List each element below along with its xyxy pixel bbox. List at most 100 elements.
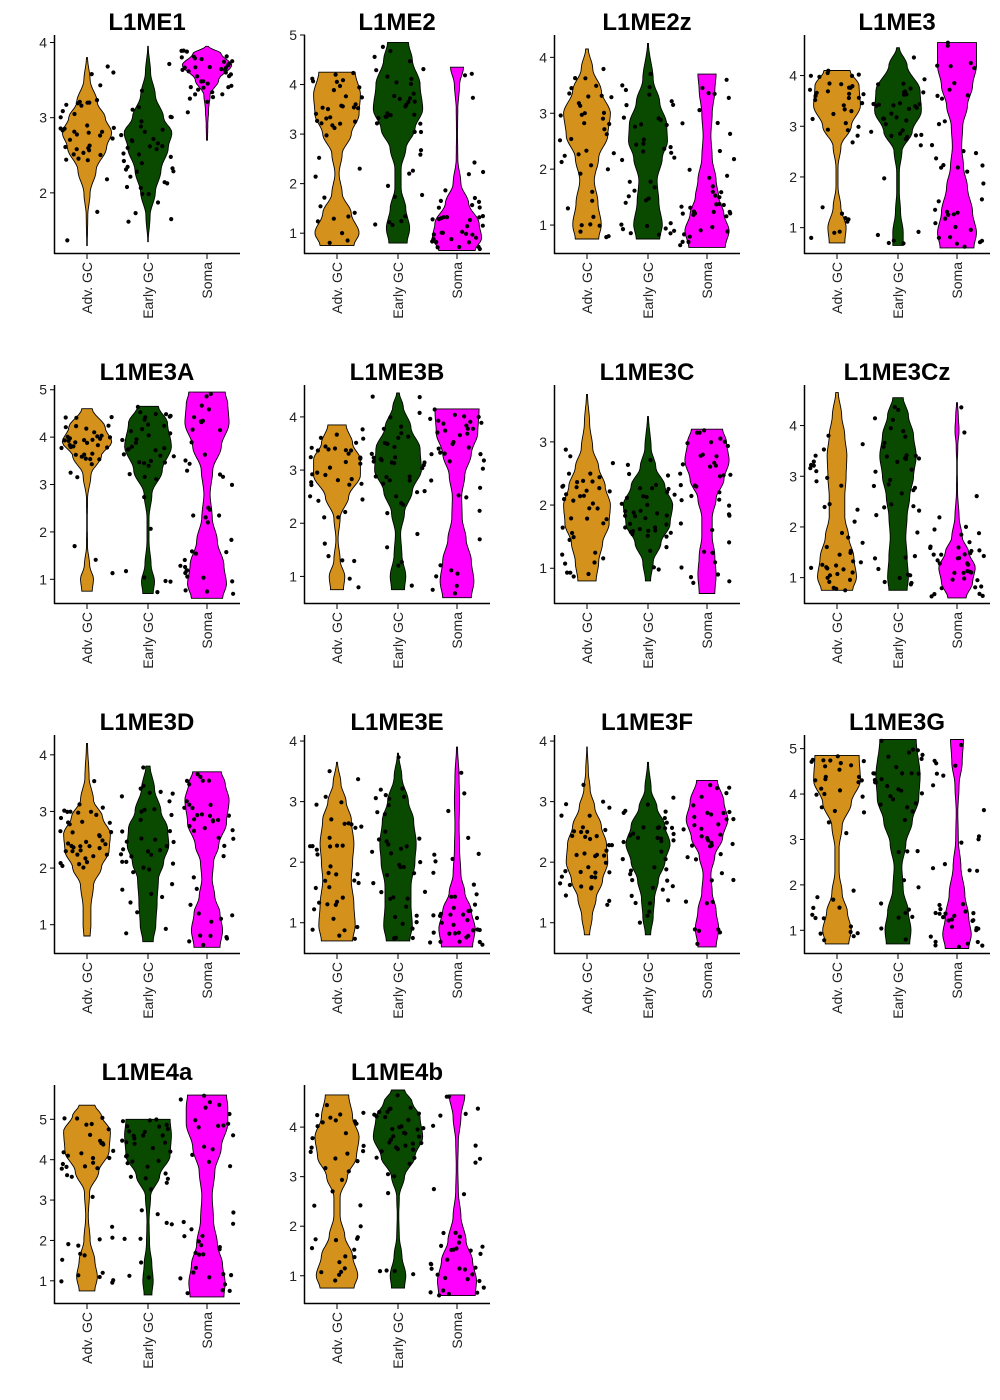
data-point [480, 466, 485, 471]
y-tick-label: 2 [39, 860, 47, 876]
data-point [194, 886, 199, 892]
data-point [106, 1127, 111, 1132]
data-point [139, 88, 145, 93]
data-point [347, 576, 352, 581]
y-tick-label: 3 [539, 105, 547, 121]
data-point [190, 1152, 195, 1157]
data-point [476, 851, 481, 857]
data-point [594, 83, 599, 88]
y-tick-label: 3 [39, 1192, 47, 1208]
data-point [629, 893, 634, 899]
data-point [855, 133, 860, 138]
y-tick-label: 4 [39, 35, 47, 51]
x-tick-label: Early GC [140, 962, 156, 1019]
data-point [935, 93, 940, 98]
violin-early-gc [625, 761, 671, 936]
data-point [601, 66, 606, 72]
data-point [397, 862, 402, 868]
data-point [962, 244, 967, 249]
panel-title: L1ME3G [849, 709, 945, 736]
data-point [169, 812, 174, 818]
data-point [405, 896, 410, 901]
data-point [710, 550, 715, 556]
data-point [933, 221, 938, 226]
data-point [917, 508, 922, 513]
violin-adv-gc [318, 761, 356, 942]
data-point [355, 1159, 360, 1164]
data-point [218, 916, 224, 921]
data-point [967, 540, 972, 545]
data-point [724, 817, 729, 822]
data-point [813, 915, 818, 921]
data-point [158, 453, 163, 458]
data-point [844, 831, 849, 836]
data-point [669, 99, 674, 104]
data-point [354, 440, 359, 445]
data-point [171, 839, 176, 845]
data-point [710, 225, 715, 230]
data-point [637, 920, 643, 925]
data-point [312, 1203, 317, 1208]
data-point [609, 95, 614, 100]
data-point [346, 214, 351, 219]
data-point [187, 461, 192, 466]
data-point [154, 147, 159, 152]
data-point [377, 1109, 382, 1115]
data-point [644, 494, 649, 500]
data-point [373, 796, 378, 801]
data-point [928, 544, 933, 549]
data-point [473, 1143, 478, 1148]
data-point [659, 849, 664, 854]
data-point [227, 1288, 232, 1293]
data-point [607, 489, 612, 494]
data-point [120, 829, 125, 834]
data-point [221, 1272, 226, 1277]
data-point [727, 579, 732, 584]
data-point [68, 470, 73, 475]
y-tick-label: 1 [789, 220, 797, 236]
data-point [963, 524, 969, 530]
data-point [891, 103, 896, 108]
data-point [343, 1254, 348, 1259]
data-point [687, 234, 692, 239]
data-point [208, 933, 213, 939]
data-point [157, 1124, 162, 1129]
data-point [632, 188, 637, 193]
data-point [210, 1147, 215, 1152]
data-point [436, 446, 441, 451]
data-point [328, 844, 333, 849]
data-point [639, 122, 644, 127]
data-point [182, 65, 187, 70]
data-point [132, 1141, 137, 1146]
data-point [939, 586, 944, 591]
data-point [416, 1111, 421, 1116]
data-point [582, 121, 587, 126]
data-point [666, 898, 671, 903]
data-point [811, 905, 816, 911]
data-point [446, 808, 451, 814]
data-point [589, 885, 594, 890]
data-point [64, 102, 69, 107]
data-point [98, 152, 103, 158]
data-point [680, 211, 685, 216]
data-point [837, 905, 842, 910]
data-point [580, 825, 586, 830]
data-point [624, 103, 629, 108]
data-point [403, 1131, 408, 1136]
data-point [201, 575, 206, 580]
data-point [464, 231, 469, 236]
data-point [831, 111, 836, 117]
data-point [605, 902, 610, 907]
data-point [361, 1110, 366, 1115]
data-point [216, 817, 221, 823]
data-point [85, 158, 90, 163]
data-point [219, 67, 224, 72]
data-point [828, 758, 833, 763]
data-point [665, 473, 671, 478]
data-point [377, 1269, 383, 1274]
data-point [581, 493, 587, 498]
y-tick-label: 4 [289, 409, 297, 425]
data-point [230, 579, 235, 584]
data-point [679, 498, 684, 503]
data-point [607, 121, 612, 127]
